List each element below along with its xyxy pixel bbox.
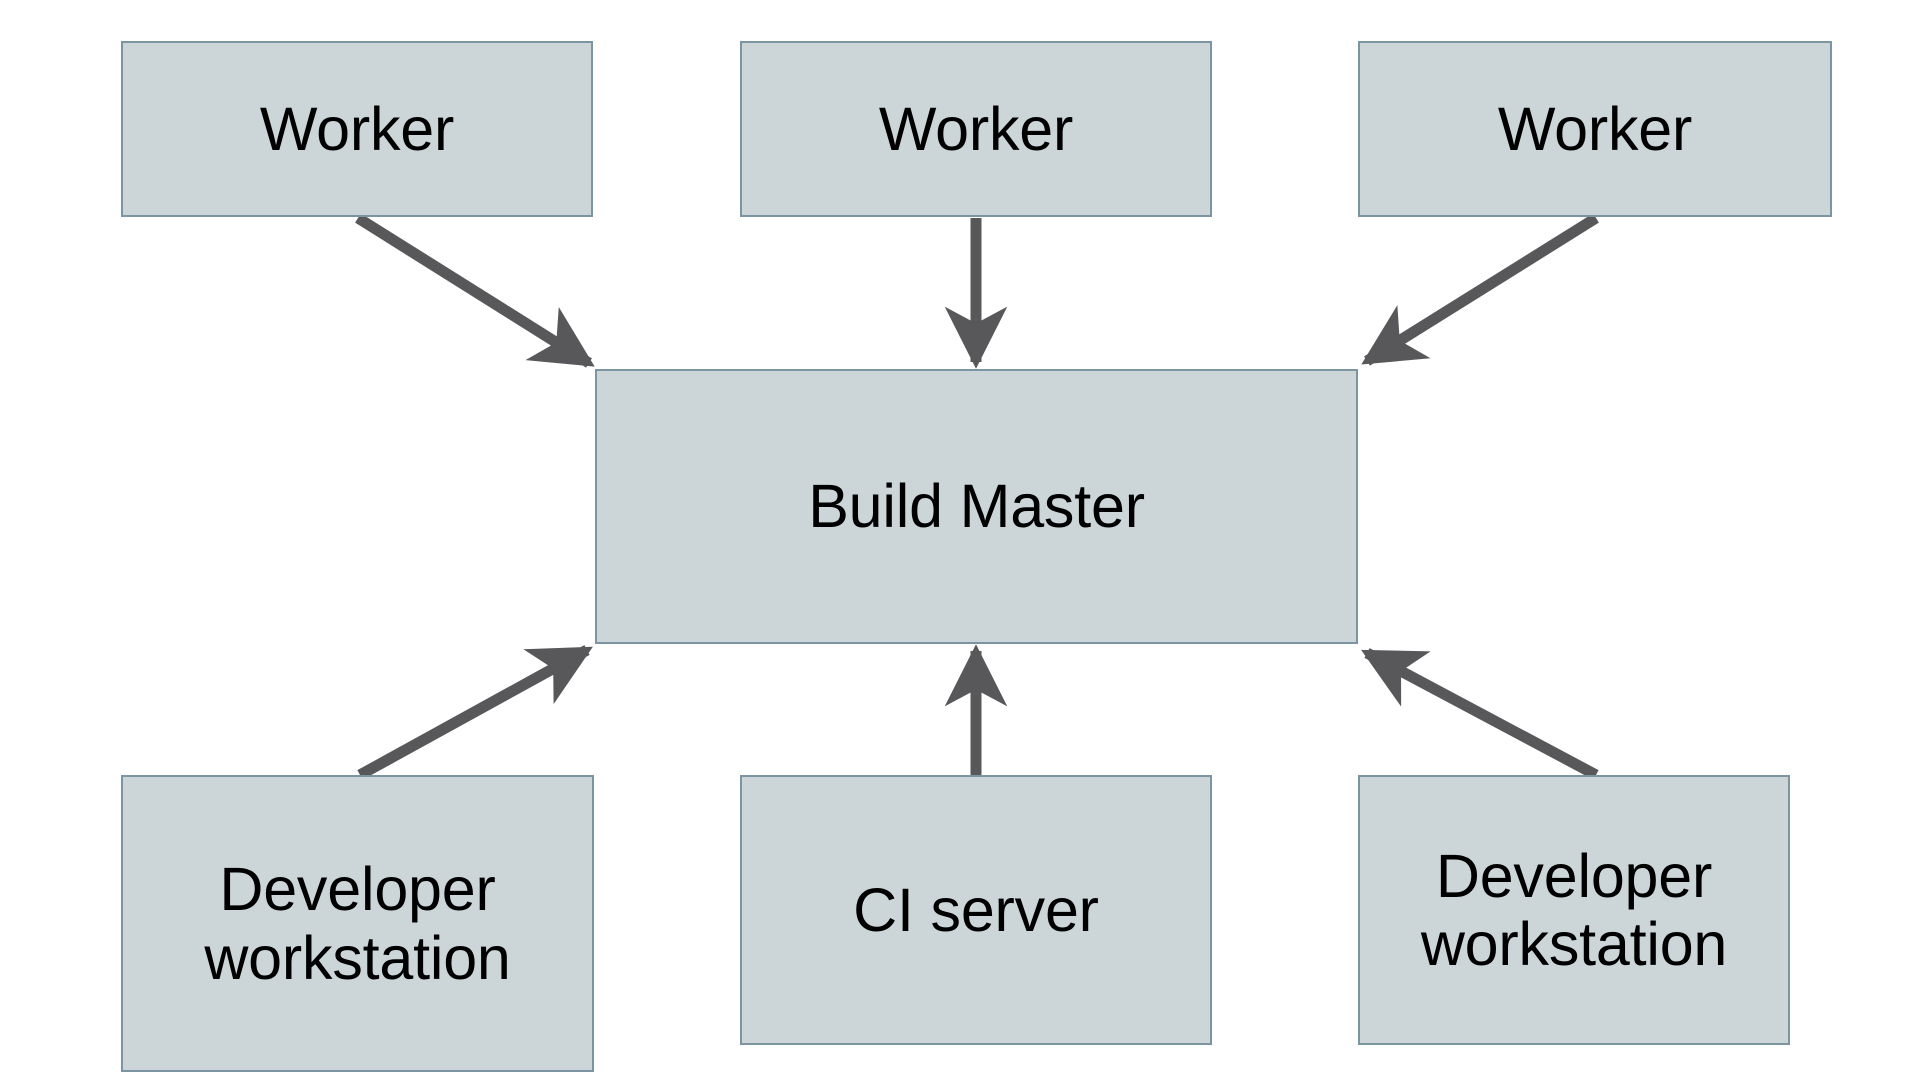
node-worker-3[interactable]: Worker [1358, 41, 1832, 217]
edge-developer-workstation-left-to-build-master [357, 645, 593, 780]
node-developer-workstation-right-label: Developer workstation [1420, 841, 1728, 978]
node-developer-workstation-right[interactable]: Developer workstation [1358, 775, 1790, 1045]
node-worker-1-label: Worker [259, 94, 455, 163]
node-worker-3-label: Worker [1497, 94, 1693, 163]
node-worker-1[interactable]: Worker [121, 41, 593, 217]
node-ci-server-label: CI server [853, 875, 1099, 944]
node-developer-workstation-left-label: Developer workstation [204, 855, 511, 992]
edge-developer-workstation-right-to-build-master [1361, 648, 1599, 780]
node-build-master[interactable]: Build Master [595, 369, 1358, 644]
node-build-master-label: Build Master [808, 472, 1145, 541]
node-worker-2-label: Worker [878, 94, 1074, 163]
node-developer-workstation-left[interactable]: Developer workstation [121, 775, 594, 1072]
node-worker-2[interactable]: Worker [740, 41, 1212, 217]
edge-worker1-to-build-master [355, 213, 595, 368]
node-ci-server[interactable]: CI server [740, 775, 1212, 1045]
edge-worker3-to-build-master [1361, 213, 1599, 366]
